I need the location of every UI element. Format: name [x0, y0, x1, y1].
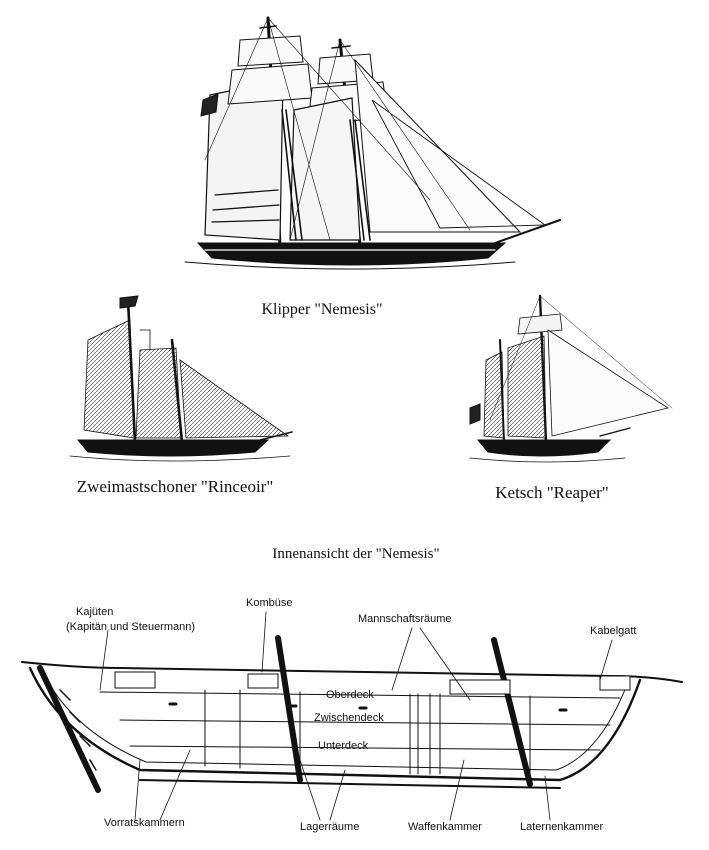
clipper-hull: [196, 242, 507, 266]
ketch-caption: Ketsch "Reaper": [495, 483, 608, 502]
interior-title: Innenansicht der "Nemesis": [272, 546, 439, 562]
clipper-nemesis-illustration: [184, 16, 561, 270]
label-kombuese: Kombüse: [246, 597, 292, 609]
interior-cross-section: [21, 611, 683, 821]
clipper-caption: Klipper "Nemesis": [261, 301, 382, 318]
interior-foremast: [275, 635, 303, 783]
schooner-caption: Zweimastschoner "Rinceoir": [77, 477, 274, 496]
label-vorratskammern: Vorratskammern: [104, 817, 185, 829]
label-waffenkammer: Waffenkammer: [408, 821, 482, 833]
schooner-rinceoir-illustration: [69, 295, 293, 462]
label-kabelgatt: Kabelgatt: [590, 625, 636, 637]
ketch-hull: [476, 439, 612, 457]
label-kajueten: Kajüten: [76, 606, 113, 618]
label-zwischendeck: Zwischendeck: [314, 712, 384, 724]
label-lagerraeume: Lagerräume: [300, 821, 359, 833]
label-oberdeck: Oberdeck: [326, 689, 374, 701]
label-mannschaftsraeume: Mannschaftsräume: [358, 613, 452, 625]
label-kajueten-sub: (Kapitän und Steuermann): [66, 621, 195, 633]
schooner-hull: [76, 439, 270, 457]
label-unterdeck: Unterdeck: [318, 740, 369, 752]
label-laternenkammer: Laternenkammer: [520, 821, 603, 833]
interior-mainmast: [491, 637, 533, 787]
ketch-reaper-illustration: [469, 294, 673, 463]
interior-hull: [28, 666, 642, 782]
